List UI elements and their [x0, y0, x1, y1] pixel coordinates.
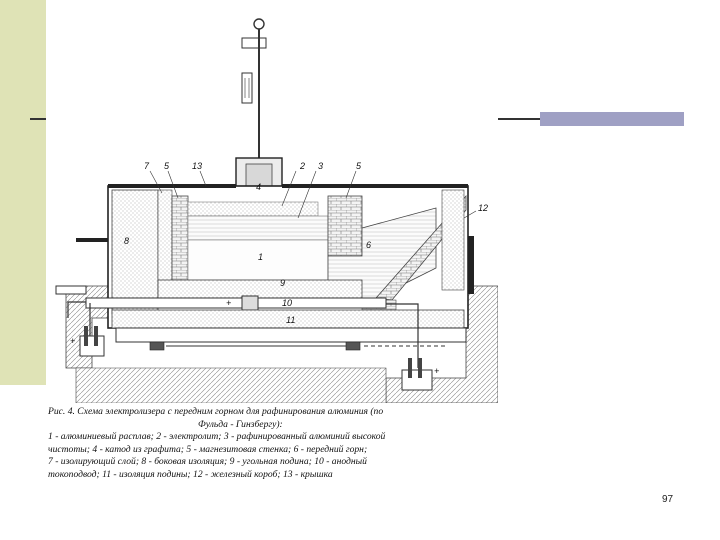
label-13: 13 [192, 161, 202, 171]
caption-line: 1 - алюминиевый расплав; 2 - электролит;… [48, 431, 386, 443]
label-7: 7 [144, 161, 150, 171]
slide-left-bar-lower [0, 385, 46, 540]
refined-aluminum-layer [187, 201, 319, 217]
side-insulation [111, 189, 159, 315]
left-terminal [79, 335, 105, 357]
slide-left-bar [0, 0, 46, 385]
foundation-beam [115, 327, 467, 343]
anode-current-lead [85, 297, 387, 309]
magnesite-wall-right [327, 195, 363, 257]
electrolyzer-schematic: 7 5 13 2 3 5 12 4 8 1 6 9 10 11 + + + [55, 18, 498, 403]
caption-line: Рис. 4. Схема электролизера с передним г… [48, 406, 384, 417]
label-4: 4 [256, 182, 261, 192]
carbon-hearth [157, 279, 363, 299]
aluminum-melt [187, 239, 329, 281]
label-5b: 5 [356, 161, 362, 171]
hook-icon [253, 18, 265, 30]
caption-line: токоподвод; 11 - изоляция подины; 12 - ж… [48, 468, 333, 480]
caption-line: 7 - изолирующий слой; 8 - боковая изоляц… [48, 456, 367, 468]
label-11: 11 [286, 315, 295, 325]
plus-bottom: + [226, 298, 231, 308]
label-8: 8 [124, 236, 129, 246]
caption-line: чистоты; 4 - катод из графита; 5 - магне… [48, 443, 368, 455]
figure-caption: Рис. 4. Схема электролизера с передним г… [48, 406, 494, 482]
right-bracket [468, 236, 474, 294]
ground-bottom [75, 367, 387, 403]
electrolyzer-figure: 7 5 13 2 3 5 12 4 8 1 6 9 10 11 + + + Ри… [46, 18, 498, 508]
title-accent-block [540, 112, 684, 126]
label-9: 9 [280, 278, 285, 288]
plus-right: + [434, 366, 439, 376]
plus-left: + [70, 336, 75, 346]
lid-right [282, 184, 468, 188]
label-2: 2 [299, 161, 305, 171]
right-terminal [401, 369, 433, 391]
label-1: 1 [258, 252, 263, 262]
clamp [241, 37, 267, 49]
label-5a: 5 [164, 161, 170, 171]
ground-right [385, 285, 498, 403]
counterweight [241, 72, 253, 104]
label-3: 3 [318, 161, 323, 171]
label-12: 12 [478, 203, 488, 213]
title-rule-left [30, 118, 46, 120]
caption-line: Фульда - Гинзбергу): [198, 418, 283, 430]
page-number: 97 [662, 494, 674, 505]
label-10: 10 [282, 298, 292, 308]
electrolyte [187, 215, 329, 241]
label-6: 6 [366, 240, 371, 250]
